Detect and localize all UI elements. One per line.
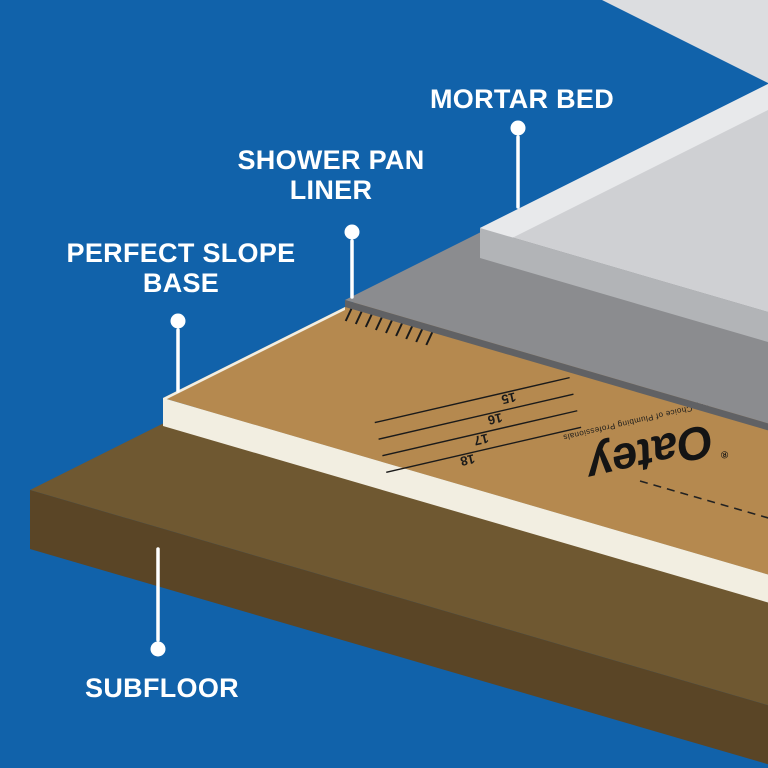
label-subfloor: SUBFLOOR xyxy=(85,673,239,703)
ruler-number-16: 16 xyxy=(486,410,503,428)
subfloor-front-face xyxy=(30,490,768,765)
label-mortar-bed-line1: MORTAR BED xyxy=(430,84,614,114)
ruler-number-15: 15 xyxy=(500,389,517,407)
subfloor-leader-dot xyxy=(150,641,166,657)
liner-leader-dot xyxy=(344,224,360,240)
brand-registered-mark: ® xyxy=(719,448,729,461)
label-perfect-slope-base-line1: PERFECT SLOPE xyxy=(66,238,296,268)
mortar-front-face xyxy=(480,228,768,342)
label-shower-pan-liner: SHOWER PAN LINER xyxy=(237,145,424,205)
ruler-number-17: 17 xyxy=(473,431,490,449)
slope-base-front-face xyxy=(163,398,768,603)
mortar-back-corner-face xyxy=(602,0,768,83)
perforation-dashed-line xyxy=(639,480,768,519)
slope-base-leader-dot xyxy=(170,313,186,329)
label-mortar-bed: MORTAR BED xyxy=(430,84,614,114)
slope-base-back-edge-highlight xyxy=(163,307,345,401)
mortar-left-face xyxy=(480,84,768,254)
ruler-number-18: 18 xyxy=(459,451,476,469)
label-perfect-slope-base: PERFECT SLOPE BASE xyxy=(67,238,296,298)
leader-lines xyxy=(150,120,526,657)
liner-front-edge xyxy=(345,300,768,431)
label-subfloor-line1: SUBFLOOR xyxy=(85,673,239,703)
label-shower-pan-liner-line2: LINER xyxy=(289,175,373,205)
label-perfect-slope-base-line2: BASE xyxy=(142,268,220,298)
label-shower-pan-liner-line1: SHOWER PAN xyxy=(237,145,425,175)
mortar-bed-leader-dot xyxy=(510,120,526,136)
slope-ruler-lines: 15 16 17 18 xyxy=(374,376,582,473)
